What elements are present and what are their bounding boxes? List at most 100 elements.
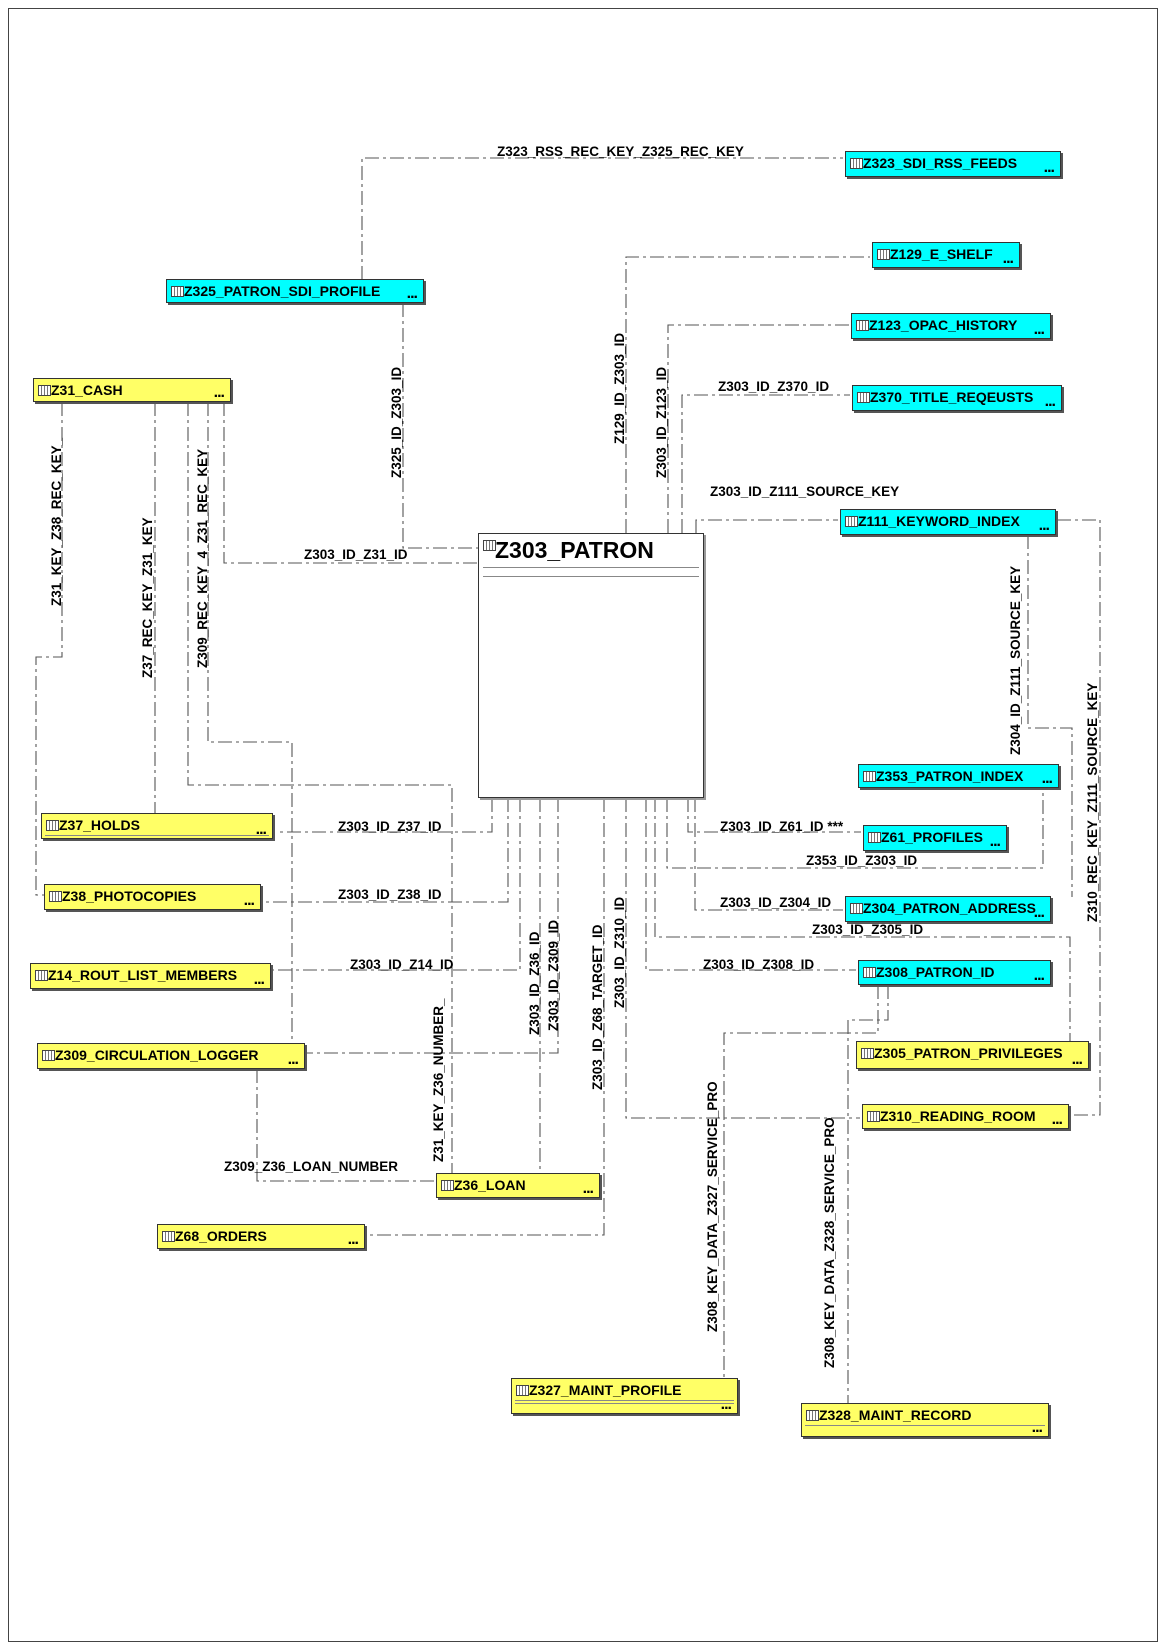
entity-label: Z305_PATRON_PRIVILEGES bbox=[874, 1045, 1063, 1061]
entity-z68-orders[interactable]: Z68_ORDERS ... bbox=[157, 1224, 365, 1249]
more-options-icon[interactable]: ... bbox=[253, 971, 265, 988]
entity-label: Z328_MAINT_RECORD bbox=[819, 1407, 972, 1423]
more-options-icon[interactable]: ... bbox=[1051, 1111, 1063, 1128]
rel-label-z61-mark: *** bbox=[827, 819, 844, 834]
more-options-icon[interactable]: ... bbox=[1033, 967, 1045, 984]
entity-z31-cash[interactable]: Z31_CASH ... bbox=[33, 378, 231, 402]
table-icon bbox=[162, 1231, 175, 1242]
rel-label-z308: Z303_ID_Z308_ID bbox=[703, 957, 815, 972]
more-options-icon[interactable]: ... bbox=[255, 821, 267, 838]
rel-line-z353 bbox=[666, 788, 1044, 869]
entity-label: Z68_ORDERS bbox=[175, 1228, 267, 1244]
entity-z353-patron-index[interactable]: Z353_PATRON_INDEX ... bbox=[858, 764, 1059, 788]
more-options-icon[interactable]: ... bbox=[287, 1051, 299, 1068]
more-options-icon[interactable]: ... bbox=[406, 285, 418, 302]
entity-z309-circulation-logger[interactable]: Z309_CIRCULATION_LOGGER ... bbox=[37, 1043, 305, 1069]
entity-label: Z37_HOLDS bbox=[59, 817, 140, 833]
table-icon bbox=[171, 286, 184, 297]
entity-z37-holds[interactable]: Z37_HOLDS ... bbox=[41, 813, 273, 839]
entity-label: Z129_E_SHELF bbox=[890, 246, 993, 262]
more-options-icon[interactable]: ... bbox=[1033, 904, 1045, 921]
more-options-icon[interactable]: ... bbox=[989, 833, 1001, 850]
rel-line-z310-z111 bbox=[1057, 519, 1101, 1116]
rel-line-z129 bbox=[625, 256, 870, 533]
entity-z303-patron[interactable]: Z303_PATRON bbox=[478, 533, 704, 798]
entity-label: Z31_CASH bbox=[51, 382, 123, 398]
entity-z14-rout-list-members[interactable]: Z14_ROUT_LIST_MEMBERS ... bbox=[30, 963, 271, 989]
table-icon bbox=[845, 516, 858, 527]
rel-line-z309-z31 bbox=[207, 402, 293, 1043]
entity-z328-maint-record[interactable]: Z328_MAINT_RECORD ... bbox=[801, 1403, 1049, 1437]
entity-z129-e-shelf[interactable]: Z129_E_SHELF ... bbox=[872, 242, 1020, 268]
divider bbox=[515, 1400, 734, 1401]
entity-z304-patron-address[interactable]: Z304_PATRON_ADDRESS ... bbox=[845, 896, 1051, 922]
entity-label: Z327_MAINT_PROFILE bbox=[529, 1382, 682, 1398]
more-options-icon[interactable]: ... bbox=[213, 384, 225, 401]
rel-line-rss bbox=[361, 157, 843, 280]
more-options-icon[interactable]: ... bbox=[582, 1180, 594, 1197]
entity-label: Z309_CIRCULATION_LOGGER bbox=[55, 1047, 259, 1063]
more-options-icon[interactable]: ... bbox=[1038, 517, 1050, 534]
entity-label: Z111_KEYWORD_INDEX bbox=[858, 513, 1020, 529]
table-icon bbox=[857, 392, 870, 403]
table-icon bbox=[49, 891, 62, 902]
rel-label-z37-z31: Z37_REC_KEY_Z31_KEY bbox=[140, 517, 155, 678]
entity-z61-profiles[interactable]: Z61_PROFILES ... bbox=[863, 825, 1007, 851]
rel-label-z36: Z303_ID_Z36_ID bbox=[527, 931, 542, 1035]
entity-label: Z38_PHOTOCOPIES bbox=[62, 888, 197, 904]
entity-z370-title-reqeusts[interactable]: Z370_TITLE_REQEUSTS ... bbox=[852, 385, 1062, 411]
entity-label: Z323_SDI_RSS_FEEDS bbox=[863, 155, 1018, 171]
more-options-icon[interactable]: ... bbox=[1043, 159, 1055, 176]
entity-z36-loan[interactable]: Z36_LOAN ... bbox=[436, 1173, 600, 1198]
entity-title: Z303_PATRON bbox=[495, 537, 654, 563]
rel-line-z123 bbox=[667, 324, 850, 533]
rel-label-z31-z36: Z31_KEY_Z36_NUMBER_ bbox=[431, 998, 446, 1162]
more-options-icon[interactable]: ... bbox=[1002, 250, 1014, 267]
rel-line-z304 bbox=[694, 798, 843, 911]
rel-line-z370 bbox=[681, 394, 850, 533]
rel-line-z68 bbox=[366, 798, 605, 1236]
divider bbox=[483, 567, 699, 568]
table-icon bbox=[35, 970, 48, 981]
more-options-icon[interactable]: ... bbox=[243, 892, 255, 909]
more-options-icon[interactable]: ... bbox=[1031, 1419, 1043, 1436]
table-icon bbox=[42, 1050, 55, 1061]
rel-label-z129: Z129_ID_Z303_ID bbox=[612, 332, 627, 444]
rel-label-z309: Z303_ID_Z309_ID bbox=[546, 919, 561, 1031]
entity-z111-keyword-index[interactable]: Z111_KEYWORD_INDEX ... bbox=[840, 509, 1056, 535]
entity-z325-patron-sdi-profile[interactable]: Z325_PATRON_SDI_PROFILE ... bbox=[166, 279, 424, 303]
rel-label-z309-z31: Z309_REC_KEY_4_Z31_REC_KEY bbox=[195, 448, 210, 668]
rel-line-z328 bbox=[847, 985, 889, 1403]
more-options-icon[interactable]: ... bbox=[1044, 393, 1056, 410]
more-options-icon[interactable]: ... bbox=[1041, 770, 1053, 787]
rel-label-z327: Z308_KEY_DATA_Z327_SERVICE_PRO bbox=[705, 1081, 720, 1332]
more-options-icon[interactable]: ... bbox=[347, 1231, 359, 1248]
rel-label-z370: Z303_ID_Z370_ID bbox=[718, 379, 830, 394]
rel-label-z61: Z303_ID_Z61_ID *** bbox=[720, 819, 844, 834]
table-icon bbox=[877, 249, 890, 260]
entity-z305-patron-privileges[interactable]: Z305_PATRON_PRIVILEGES ... bbox=[856, 1041, 1089, 1069]
entity-label: Z308_PATRON_ID bbox=[876, 964, 995, 980]
divider bbox=[805, 1425, 1045, 1426]
entity-z323-sdi-rss-feeds[interactable]: Z323_SDI_RSS_FEEDS ... bbox=[845, 151, 1061, 177]
rel-line-z309-z36 bbox=[256, 1069, 436, 1182]
rel-line-z327 bbox=[723, 985, 879, 1378]
entity-z308-patron-id[interactable]: Z308_PATRON_ID ... bbox=[858, 960, 1051, 985]
table-icon bbox=[850, 158, 863, 169]
table-icon bbox=[483, 540, 496, 551]
rel-label-z37: Z303_ID_Z37_ID bbox=[338, 819, 442, 834]
entity-z123-opac-history[interactable]: Z123_OPAC_HISTORY ... bbox=[851, 313, 1051, 339]
entity-z327-maint-profile[interactable]: Z327_MAINT_PROFILE ... bbox=[511, 1378, 738, 1414]
more-options-icon[interactable]: ... bbox=[1033, 321, 1045, 338]
rel-label-z325: Z325_ID_Z303_ID bbox=[389, 366, 404, 478]
table-icon bbox=[850, 903, 863, 914]
entity-z310-reading-room[interactable]: Z310_READING_ROOM ... bbox=[862, 1104, 1069, 1129]
rel-line-z37 bbox=[276, 798, 493, 833]
rel-label-z111-source: Z303_ID_Z111_SOURCE_KEY bbox=[710, 484, 900, 499]
entity-z38-photocopies[interactable]: Z38_PHOTOCOPIES ... bbox=[44, 884, 261, 910]
divider bbox=[483, 576, 699, 577]
more-options-icon[interactable]: ... bbox=[1071, 1051, 1083, 1068]
rel-label-z310-z111: Z310_REC_KEY_Z111_SOURCE_KEY bbox=[1085, 682, 1100, 922]
more-options-icon[interactable]: ... bbox=[720, 1396, 732, 1413]
